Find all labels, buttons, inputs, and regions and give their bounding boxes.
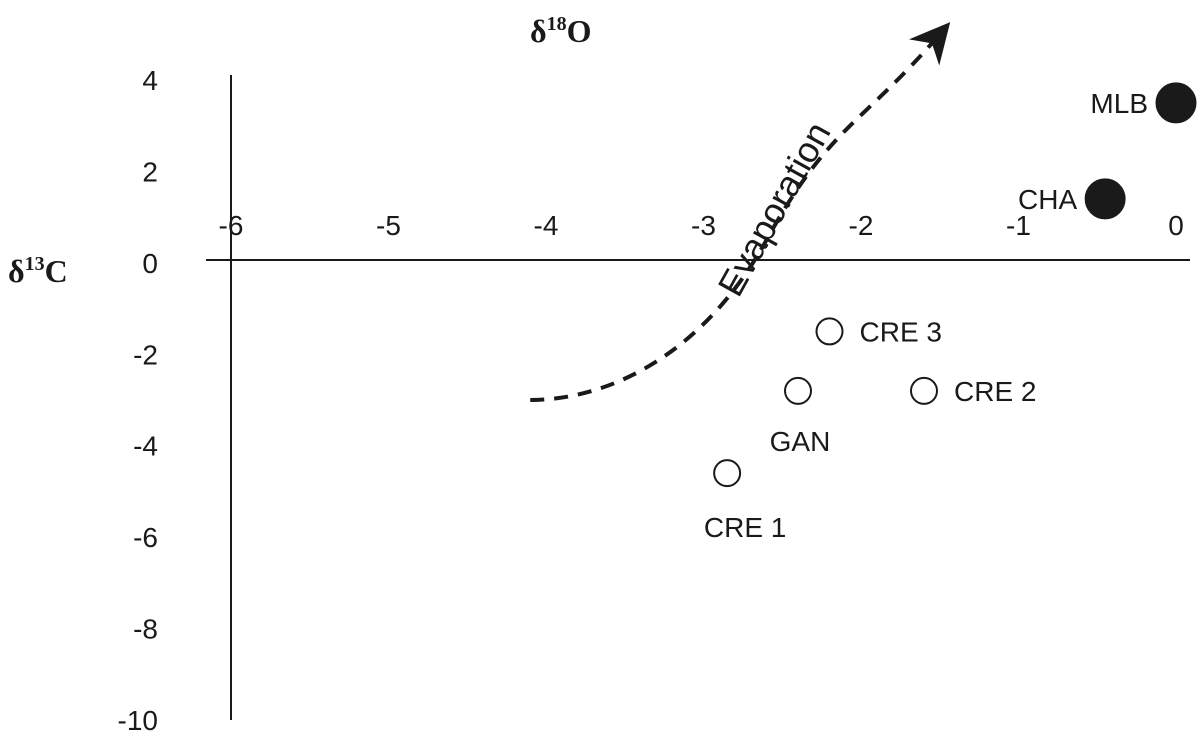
y-tick-label: -6 (133, 522, 158, 553)
y-tick-label: 2 (142, 156, 158, 187)
data-points: MLB CHA CRE 3 CRE 2 GAN CRE 1 (704, 82, 1197, 543)
x-tick-label: 0 (1168, 210, 1184, 241)
x-axis-title-suffix: O (567, 13, 592, 49)
point-label: CRE 1 (704, 512, 786, 543)
point-label: MLB (1090, 88, 1148, 119)
y-axis-title-suffix: C (45, 253, 68, 289)
x-axis-title-sup: 18 (547, 13, 567, 35)
x-axis-title-base: δ (530, 13, 547, 49)
y-axis-title-base: δ (8, 253, 25, 289)
evaporation-label: Evaporation (710, 115, 839, 303)
axes (206, 75, 1190, 720)
x-tick-label: -5 (376, 210, 401, 241)
data-point (713, 459, 742, 488)
data-point (1084, 178, 1126, 220)
data-point (1155, 82, 1197, 124)
point-label: CRE 3 (860, 316, 942, 347)
x-tick-label: -4 (534, 210, 559, 241)
y-tick-labels: 4 2 0 -2 -4 -6 -8 -10 (118, 65, 158, 736)
data-point (910, 376, 938, 405)
y-axis-title-sup: 13 (25, 253, 45, 275)
y-tick-label: -10 (118, 705, 158, 736)
x-tick-label: -3 (691, 210, 716, 241)
x-axis-title: δ18O (530, 13, 592, 49)
point-label: CHA (1018, 184, 1077, 215)
y-tick-label: 0 (142, 248, 158, 279)
evaporation-arrow (530, 22, 951, 402)
point-label: GAN (770, 426, 831, 457)
data-point (784, 376, 812, 405)
x-tick-label: -2 (849, 210, 874, 241)
x-tick-label: -1 (1006, 210, 1031, 241)
x-tick-labels: -6 -5 -4 -3 -2 -1 0 (219, 210, 1184, 241)
y-axis-title: δ13C (8, 253, 68, 289)
x-tick-label: -6 (219, 210, 244, 241)
y-tick-label: 4 (142, 65, 158, 96)
y-tick-label: -8 (133, 614, 158, 645)
y-tick-label: -4 (133, 431, 158, 462)
data-point (815, 317, 844, 346)
y-tick-label: -2 (133, 339, 158, 370)
point-label: CRE 2 (954, 376, 1036, 407)
